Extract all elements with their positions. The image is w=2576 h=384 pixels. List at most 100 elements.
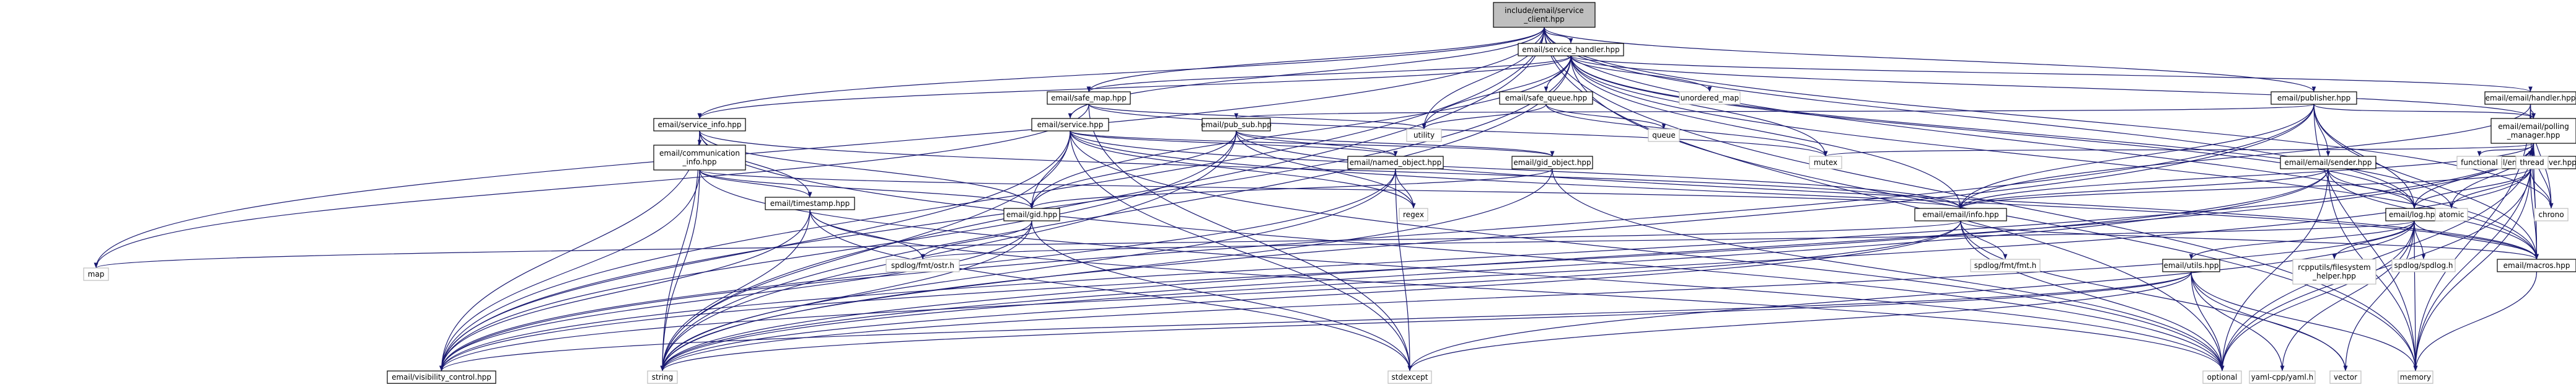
edge-polling_manager-to-memory [2413, 143, 2534, 372]
edge-log-to-optional [2220, 220, 2415, 372]
node-vector: vector [2329, 370, 2362, 384]
edge-sender-to-string [660, 168, 2329, 372]
edge-safe_map-to-stdexcept [1088, 104, 1412, 372]
node-box [83, 267, 109, 281]
node-label: functional [2461, 158, 2498, 167]
edge-utils-to-string [660, 271, 2192, 372]
edge-timestamp-to-fmt_ostr [809, 209, 925, 260]
edge-root-to-utility [1422, 27, 1545, 130]
node-label: regex [1403, 210, 1424, 219]
edge-root-to-optional [1544, 27, 2225, 372]
node-label: yaml-cpp/yaml.h [2251, 373, 2314, 382]
node-label: unordered_map [1681, 94, 1739, 102]
node-map: map [83, 267, 109, 281]
node-label: email/publisher.hpp [2277, 94, 2350, 102]
edge-receiver-to-email_info [1958, 168, 2531, 209]
edge-timestamp-to-stdexcept [809, 209, 1412, 372]
edge-publisher-to-string [660, 104, 2314, 372]
edge-safe_queue-to-queue [1545, 104, 1666, 130]
node-service[interactable]: email/service.hpp [1031, 118, 1109, 132]
edge-root-to-service [1068, 27, 1545, 119]
edge-communication_info-to-timestamp [699, 169, 812, 198]
node-box [2329, 370, 2362, 384]
node-utils[interactable]: email/utils.hpp [2162, 259, 2220, 272]
node-service-handler[interactable]: email/service_handler.hpp [1518, 43, 1624, 56]
edge-service_info-to-gid [699, 130, 1034, 209]
node-box [1648, 128, 1680, 142]
node-box [1347, 156, 1444, 169]
edge-pub_sub-to-named_object [1236, 130, 1398, 157]
node-label: stdexcept [1392, 373, 1428, 382]
node-macros[interactable]: email/macros.hpp [2497, 259, 2576, 272]
node-root: include/email/service_client.hpp [1493, 2, 1596, 28]
node-box [1499, 91, 1593, 105]
edge-log-to-vector [2343, 220, 2415, 372]
node-label: email/service_handler.hpp [1522, 45, 1620, 54]
node-box [2435, 208, 2468, 221]
node-label: optional [2207, 373, 2238, 382]
node-log[interactable]: email/log.hpp [2385, 208, 2443, 221]
edge-service-to-optional [1070, 130, 2225, 372]
edge-service_handler-to-mutex [1570, 55, 1828, 157]
edge-publisher-to-pub_sub [1234, 104, 2314, 119]
node-box [1399, 208, 1428, 221]
edge-named_object-to-string [660, 168, 1396, 372]
edge-communication_info-to-email_info [699, 169, 1963, 209]
edge-service-to-stdexcept [1070, 130, 1412, 372]
edge-safe_map-to-map [94, 104, 1089, 269]
node-publisher[interactable]: email/publisher.hpp [2270, 91, 2357, 105]
node-gid[interactable]: email/gid.hpp [1003, 208, 1060, 221]
node-box [1914, 208, 2007, 221]
node-label: email/safe_map.hpp [1051, 94, 1127, 102]
edge-publisher-to-email_info [1958, 104, 2314, 209]
node-safe-queue[interactable]: email/safe_queue.hpp [1499, 91, 1593, 105]
node-label: thread [2520, 158, 2544, 167]
edge-service-to-regex [1070, 130, 1416, 209]
node-label: _client.hpp [1523, 15, 1565, 24]
edge-gid_object-to-optional [1552, 168, 2225, 372]
node-box [1518, 43, 1624, 56]
edge-service-to-visibility_control [439, 130, 1071, 372]
node-box [2456, 156, 2502, 169]
edge-service_handler-to-service_info [697, 55, 1572, 119]
edge-publisher-to-polling_manager [2313, 104, 2536, 119]
node-pub-sub[interactable]: email/pub_sub.hpp [1201, 118, 1272, 132]
node-email-info[interactable]: email/email/info.hpp [1914, 208, 2007, 221]
node-label: spdlog/spdlog.h [2394, 261, 2453, 270]
edge-polling_manager-to-atomic [2449, 143, 2534, 209]
node-label: _manager.hpp [2507, 131, 2561, 140]
edge-service_handler-to-string [660, 55, 1572, 372]
node-email-handler[interactable]: email/email/handler.hpp [2484, 91, 2576, 105]
node-label: include/email/service [1505, 6, 1584, 15]
edge-utils-to-stdexcept [1407, 271, 2192, 372]
node-gid-object[interactable]: email/gid_object.hpp [1511, 156, 1593, 169]
node-box [653, 145, 746, 171]
edge-pub_sub-to-visibility_control [439, 130, 1237, 372]
node-service-info[interactable]: email/service_info.hpp [653, 118, 746, 132]
node-visibility-control[interactable]: email/visibility_control.hpp [387, 370, 496, 384]
node-stdexcept: stdexcept [1387, 370, 1432, 384]
node-box [387, 370, 496, 384]
node-box [1031, 118, 1109, 132]
edge-service-to-gid_object [1070, 130, 1555, 157]
node-label: _helper.hpp [2312, 272, 2356, 280]
node-polling-manager[interactable]: email/email/polling_manager.hpp [2490, 118, 2576, 144]
node-communication-info[interactable]: email/communication_info.hpp [653, 145, 746, 171]
edge-service-to-email_info [1070, 130, 1963, 209]
node-safe-map[interactable]: email/safe_map.hpp [1047, 91, 1131, 105]
edge-receiver-to-memory [2413, 168, 2531, 372]
node-named-object[interactable]: email/named_object.hpp [1347, 156, 1444, 169]
edge-receiver-to-atomic [2449, 168, 2531, 209]
node-label: email/gid.hpp [1006, 210, 1057, 219]
nodes-layer: include/email/service_client.hpp email/se… [83, 2, 2576, 384]
node-label: email/log.hpp [2389, 210, 2440, 219]
node-sender[interactable]: email/email/sender.hpp [2280, 156, 2376, 169]
edge-safe_map-to-utility [1088, 104, 1426, 130]
node-label: atomic [2438, 210, 2464, 219]
node-timestamp[interactable]: email/timestamp.hpp [765, 197, 855, 210]
edge-utils-to-optional [2191, 271, 2225, 372]
edge-publisher-to-visibility_control [439, 104, 2314, 372]
node-optional: optional [2202, 370, 2242, 384]
node-label: email/communication [659, 149, 740, 158]
node-box [2497, 259, 2576, 272]
